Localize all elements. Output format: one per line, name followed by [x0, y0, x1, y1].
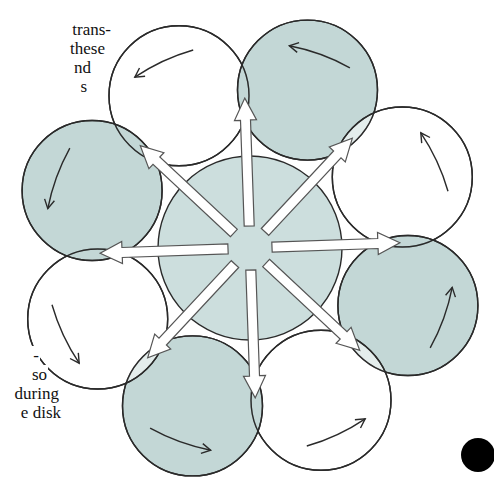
outward-arrow: [140, 146, 237, 237]
disk-rim: [251, 330, 391, 470]
rotation-arrow: [430, 287, 452, 348]
outward-arrow: [100, 242, 228, 264]
rotation-arrowhead: [45, 199, 55, 209]
outer-disk: [332, 107, 472, 247]
rotation-arrowhead: [201, 444, 211, 454]
text-fragment: trans-: [71, 20, 112, 39]
disk-rim: [238, 20, 378, 160]
disk-rim: [109, 26, 249, 166]
rotation-arrow: [135, 50, 193, 77]
outward-arrow: [148, 261, 239, 358]
rotation-arrow: [421, 133, 448, 191]
disk-rim: [123, 336, 263, 476]
rotation-arrowhead: [289, 43, 299, 53]
disk-rim: [338, 236, 478, 376]
rotation-arrow: [307, 419, 365, 446]
rotation-arrow: [48, 148, 70, 209]
outer-disk: [28, 249, 168, 389]
disk-rim: [332, 107, 472, 247]
rotation-arrowhead: [70, 353, 79, 363]
page-dot: [461, 438, 494, 472]
text-fragment: e disk: [20, 403, 62, 422]
text-fragment: so: [31, 365, 48, 384]
disk-rim: [22, 121, 162, 261]
outer-disk: [22, 121, 162, 261]
outer-disk: [251, 330, 391, 470]
disk-rim: [28, 249, 168, 389]
outward-arrow: [263, 259, 360, 350]
text-fragment: these: [69, 39, 106, 58]
text-fragment: during: [14, 384, 60, 403]
text-fragment: nd: [73, 58, 92, 77]
rotation-arrowhead: [421, 133, 430, 143]
rotation-arrowhead: [446, 287, 456, 297]
outward-arrow: [261, 138, 352, 235]
text-fragment: -: [32, 346, 40, 365]
rotation-arrow: [150, 428, 211, 450]
outward-arrow: [235, 98, 257, 226]
text-fragment: s: [79, 77, 88, 96]
rotation-arrow: [52, 305, 79, 363]
outward-arrow: [244, 270, 266, 398]
rotation-arrow: [289, 46, 350, 68]
rotation-arrowhead: [355, 419, 365, 428]
outward-arrow: [272, 233, 400, 255]
rotation-arrowhead: [135, 68, 145, 77]
